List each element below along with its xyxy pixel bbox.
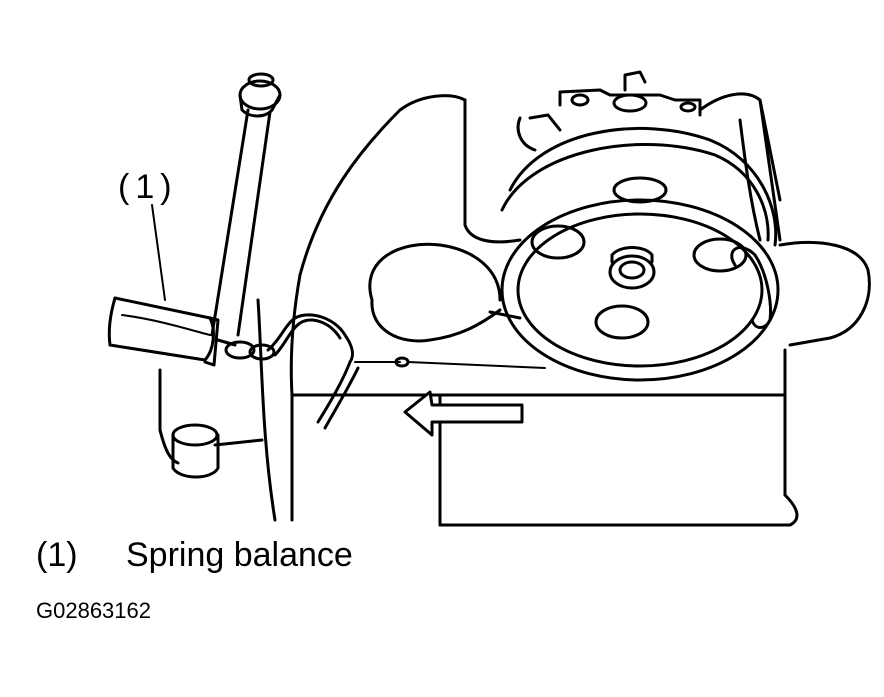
dipstick-rod <box>210 72 282 337</box>
legend-number: (1) <box>36 536 78 574</box>
pulley <box>500 126 780 382</box>
spring-balance <box>107 204 546 430</box>
callout-number: (1) <box>118 168 178 206</box>
figure-id: G02863162 <box>36 598 151 623</box>
legend-label: Spring balance <box>126 536 353 574</box>
engine-block <box>158 92 871 527</box>
pull-direction-arrow <box>403 390 524 437</box>
drain-plug <box>171 423 220 479</box>
pump-bracket <box>516 70 702 152</box>
legend: (1) Spring balance <box>36 536 353 575</box>
